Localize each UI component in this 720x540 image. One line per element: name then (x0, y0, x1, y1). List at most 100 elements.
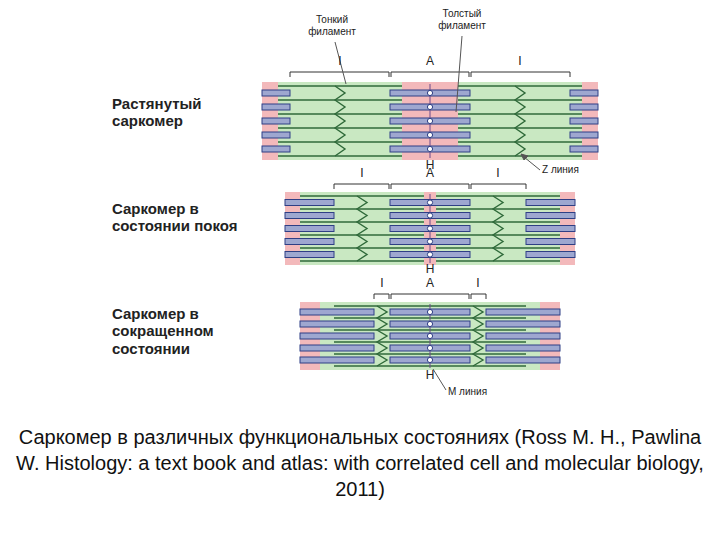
thin-filament (436, 221, 560, 222)
thick-filament (285, 226, 334, 232)
thick-filament (300, 321, 374, 327)
thick-filament (285, 213, 334, 219)
sarcomere (262, 72, 598, 160)
band-label: I (338, 55, 341, 69)
band-label: I (380, 277, 383, 291)
m-line-node (427, 345, 432, 350)
thick-filament (300, 357, 374, 363)
thin-filament (430, 365, 526, 366)
leader-line (524, 157, 540, 170)
thick-filament (570, 146, 598, 152)
m-line-node (427, 132, 432, 137)
thin-filament (334, 341, 430, 342)
thin-filament (334, 353, 430, 354)
thin-filament (458, 127, 582, 128)
thick-filament (285, 252, 334, 258)
thin-filament (278, 85, 402, 86)
thick-filament (486, 357, 560, 363)
thick-filament (285, 200, 334, 206)
thick-filament (300, 345, 374, 351)
leader-label: M линия (448, 386, 518, 398)
thick-filament (486, 321, 560, 327)
band-bracket (471, 294, 486, 299)
thin-filament (430, 317, 526, 318)
state-label: Саркомер в состоянии покоя (112, 200, 262, 235)
thin-filament (458, 141, 582, 142)
m-line-node (427, 309, 432, 314)
thick-filament (390, 213, 470, 219)
z-line (493, 196, 503, 261)
band-bracket (471, 184, 526, 189)
thin-filament (436, 247, 560, 248)
m-line-node (427, 239, 432, 244)
thin-filament (436, 195, 560, 196)
z-line (515, 86, 525, 156)
thin-filament (334, 317, 430, 318)
thick-filament (486, 333, 560, 339)
thin-filament (278, 99, 402, 100)
arrow-head (521, 154, 528, 160)
thick-filament (285, 239, 334, 245)
thick-filament (262, 118, 290, 124)
m-line-node (427, 333, 432, 338)
thick-filament (526, 226, 575, 232)
thick-filament (390, 357, 470, 363)
thick-filament (570, 118, 598, 124)
band-bracket (391, 184, 469, 189)
leader-line (456, 36, 462, 112)
m-line-node (427, 200, 432, 205)
thin-filament (430, 305, 526, 306)
thin-filament (278, 141, 402, 142)
thick-filament (390, 132, 470, 138)
z-line (357, 196, 367, 261)
thick-filament (570, 132, 598, 138)
thick-filament (390, 345, 470, 351)
thin-filament (334, 305, 430, 306)
thin-filament (278, 113, 402, 114)
thick-filament (390, 200, 470, 206)
m-line-node (427, 213, 432, 218)
thick-filament (570, 90, 598, 96)
z-line (335, 86, 345, 156)
sarcomere-ground (285, 192, 575, 265)
thick-filament (390, 321, 470, 327)
sarcomere-ground (262, 82, 598, 160)
thin-filament (430, 353, 526, 354)
band-label: I (518, 55, 521, 69)
m-line-node (427, 90, 432, 95)
thick-filament (390, 226, 470, 232)
band-label: H (426, 369, 435, 383)
thick-filament (390, 146, 470, 152)
thick-filament (262, 90, 290, 96)
thin-filament (300, 234, 424, 235)
sarcomere (300, 294, 560, 370)
thin-filament (458, 113, 582, 114)
thin-filament (436, 208, 560, 209)
state-label: Саркомер в сокращенном состоянии (112, 305, 262, 357)
thick-filament (486, 345, 560, 351)
band-label: A (426, 167, 434, 181)
m-line-node (427, 226, 432, 231)
m-line-node (427, 146, 432, 151)
leader-line (433, 369, 446, 390)
thick-filament (390, 239, 470, 245)
thin-filament (458, 99, 582, 100)
thick-filament (390, 252, 470, 258)
thick-filament (486, 309, 560, 315)
thin-filament (334, 365, 430, 366)
thin-filament (430, 329, 526, 330)
leader-label: Z линия (542, 164, 612, 176)
thick-filament (526, 213, 575, 219)
z-line (473, 306, 483, 366)
m-line-node (427, 118, 432, 123)
band-label: I (496, 167, 499, 181)
thick-filament (390, 333, 470, 339)
m-line-node (427, 321, 432, 326)
thick-filament (526, 239, 575, 245)
band-label: I (360, 167, 363, 181)
band-bracket (290, 72, 389, 77)
z-line (377, 306, 387, 366)
thick-filament (390, 118, 470, 124)
band-bracket (374, 294, 389, 299)
sarcomere (285, 184, 575, 265)
